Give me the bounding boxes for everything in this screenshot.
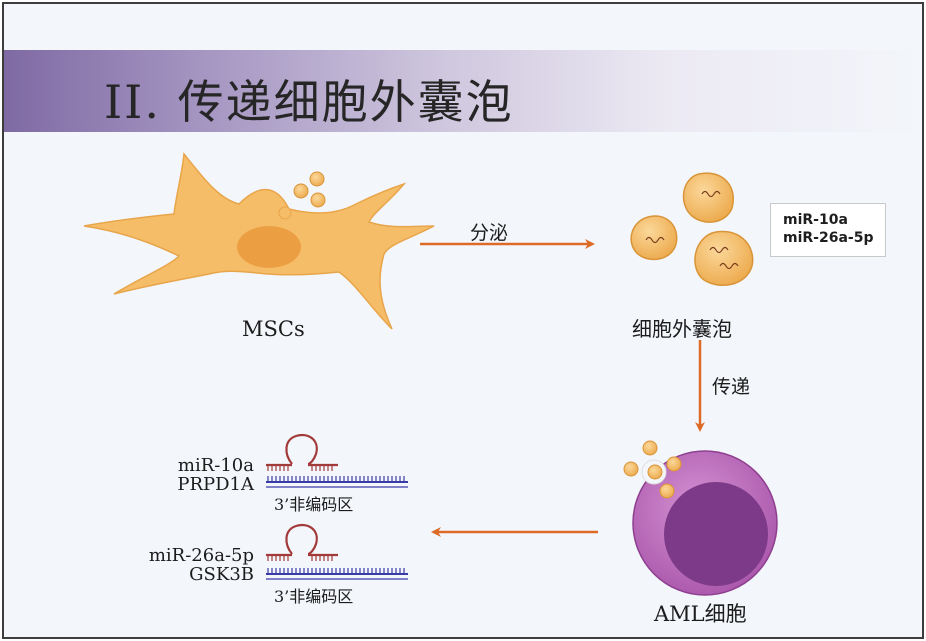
title-banner bbox=[4, 50, 922, 132]
target-1-region: 3’非编码区 bbox=[274, 495, 354, 514]
msc-released-vesicles bbox=[293, 171, 326, 208]
secrete-label: 分泌 bbox=[470, 222, 509, 244]
target-2-gene: GSK3B bbox=[189, 564, 254, 585]
target-2-mirna: miR-26a-5p bbox=[148, 545, 254, 566]
figure-title: II. 传递细胞外囊泡 bbox=[104, 75, 514, 129]
mirna-hairpin-2 bbox=[266, 523, 338, 561]
extracellular-vesicles bbox=[630, 172, 754, 287]
aml-label: AML细胞 bbox=[654, 602, 747, 626]
target-1-gene: PRPD1A bbox=[177, 474, 254, 495]
vesicle-cargo-box: miR-10a miR-26a-5p bbox=[770, 203, 886, 257]
target-1-mirna: miR-10a bbox=[177, 455, 254, 476]
msc-label: MSCs bbox=[242, 317, 305, 341]
cargo-mirna-1: miR-10a bbox=[783, 212, 848, 228]
vesicle-label: 细胞外囊泡 bbox=[632, 317, 732, 341]
diagram-canvas bbox=[83, 152, 778, 596]
aml-bound-vesicles bbox=[623, 440, 682, 499]
transfer-label: 传递 bbox=[712, 376, 751, 398]
msc-cell bbox=[83, 152, 435, 330]
mrna-strand-1 bbox=[266, 476, 408, 488]
mirna-hairpin-1 bbox=[266, 433, 338, 471]
mrna-strand-2 bbox=[266, 568, 408, 580]
cargo-mirna-2: miR-26a-5p bbox=[783, 230, 874, 246]
target-2-region: 3’非编码区 bbox=[274, 587, 354, 606]
